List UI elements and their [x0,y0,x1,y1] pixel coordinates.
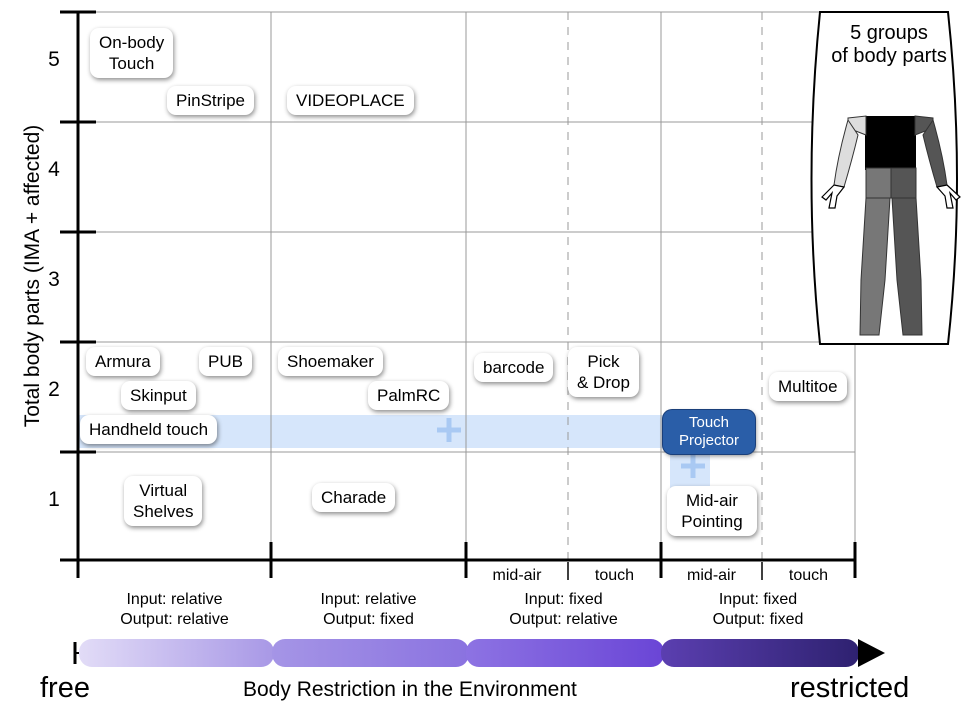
sub-col-midair: mid-air [492,567,542,584]
system-label-pub: PUB [199,347,252,376]
system-label-palmrc: PalmRC [368,381,450,410]
body-figure-title: 5 groups of body parts [831,22,947,67]
y-tick-5: 5 [48,48,60,71]
plus-icon [437,418,461,442]
system-label-charade: Charade [312,483,396,512]
grid-dashed [567,12,763,560]
x-axis-free: free [40,672,90,704]
system-label-handheld-touch: Handheld touch [80,415,218,444]
plus-icon [681,454,705,478]
body-figure [810,11,961,345]
sub-col-touch: touch [594,567,635,584]
system-label-skinput: Skinput [121,381,196,410]
sub-col-midair: mid-air [687,567,736,584]
system-label-on-body-touch: On-body Touch [90,28,174,78]
arrow-head-icon [858,639,885,667]
system-label-armura: Armura [86,347,160,376]
y-tick-2: 2 [48,378,60,401]
x-axis-label: Body Restriction in the Environment [243,678,577,701]
y-tick-3: 3 [48,268,60,291]
sub-col-touch: touch [788,567,829,584]
y-axis-label: Total body parts (IMA + affected) [21,124,44,428]
system-label-mid-air-pointing: Mid-air Pointing [667,486,757,536]
restriction-bar [73,639,885,667]
system-label-virtual-shelves: Virtual Shelves [124,476,203,526]
system-label-videoplace: VIDEOPLACE [287,86,414,115]
system-label-pick-drop: Pick & Drop [568,347,639,397]
system-label-multitoe: Multitoe [769,372,847,401]
sub-column-dividers [567,562,763,580]
y-tick-4: 4 [48,158,60,181]
system-label-barcode: barcode [474,353,554,382]
system-label-shoemaker: Shoemaker [278,347,383,376]
y-tick-1: 1 [48,488,60,511]
x-axis-restricted: restricted [790,672,910,704]
system-label-pinstripe: PinStripe [167,86,254,115]
axes [60,10,857,578]
system-label-touch-projector: Touch Projector [663,410,755,454]
